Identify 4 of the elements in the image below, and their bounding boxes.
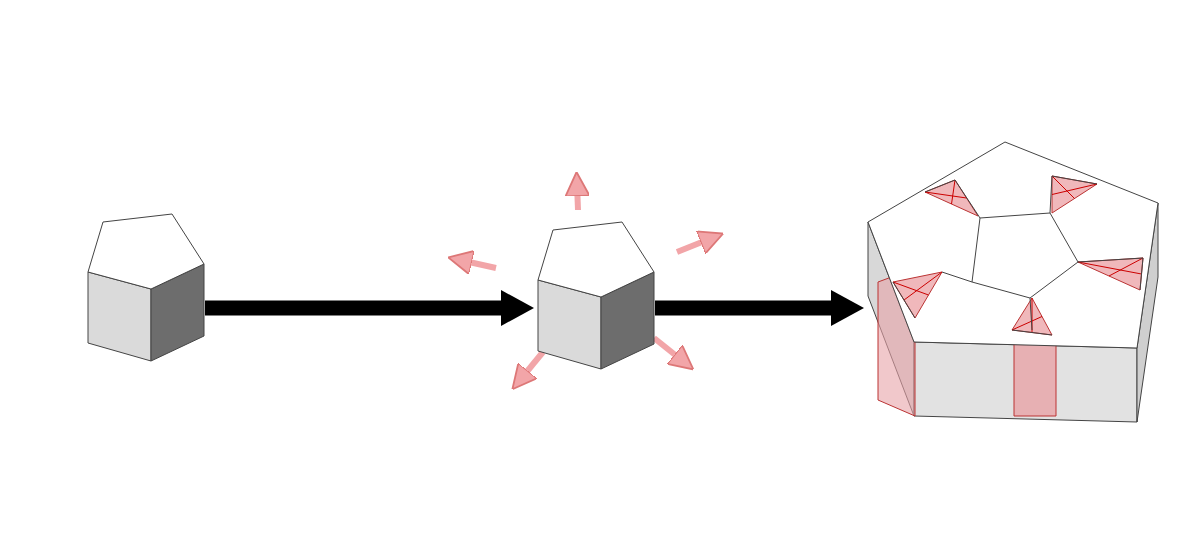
prism-drawing <box>87 213 205 362</box>
prism-drawing <box>537 221 655 370</box>
pentagon-ring-drawing <box>867 141 1160 425</box>
arrow <box>205 290 534 326</box>
